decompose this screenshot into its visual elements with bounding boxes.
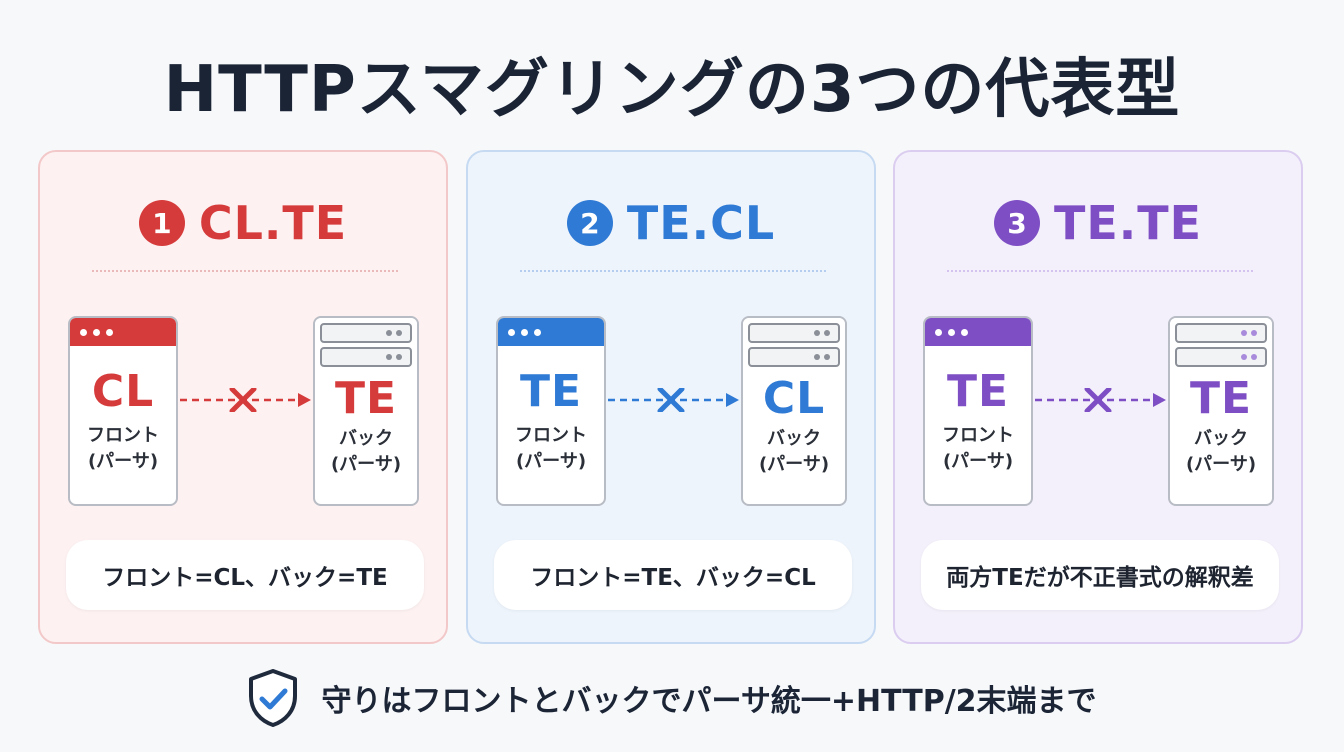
server-rack-icon <box>315 318 417 367</box>
panel-title: TE.CL <box>626 196 776 250</box>
back-code: CL <box>762 373 826 424</box>
back-parser-box: TE バック (パーサ) <box>313 316 419 506</box>
divider <box>520 270 826 272</box>
front-label: フロント <box>942 425 1014 446</box>
front-code: TE <box>519 366 583 417</box>
front-sublabel: (パーサ) <box>87 451 159 472</box>
cross-icon <box>657 388 685 412</box>
front-sublabel: (パーサ) <box>515 451 587 472</box>
front-code: CL <box>91 366 155 417</box>
front-label: フロント <box>515 425 587 446</box>
panel-title: TE.TE <box>1053 196 1203 250</box>
back-label: バック <box>767 428 821 449</box>
panel-te-cl: 2 TE.CL TE フロント (パーサ) CL バック (パーサ) フロント=… <box>466 150 876 644</box>
front-parser-box: CL フロント (パーサ) <box>68 316 178 506</box>
number-badge: 2 <box>566 200 613 246</box>
back-sublabel: (パーサ) <box>330 454 402 475</box>
panel-caption: フロント=TE、バック=CL <box>494 540 852 610</box>
number-badge: 1 <box>138 200 185 246</box>
front-label: フロント <box>87 425 159 446</box>
front-parser-box: TE フロント (パーサ) <box>496 316 606 506</box>
panel-heading: 1 CL.TE <box>40 196 446 250</box>
back-sublabel: (パーサ) <box>758 454 830 475</box>
browser-window-icon <box>498 318 604 346</box>
shield-check-icon <box>249 669 298 727</box>
panel-cl-te: 1 CL.TE CL フロント (パーサ) TE バック (パーサ) フロント=… <box>38 150 448 644</box>
front-parser-box: TE フロント (パーサ) <box>923 316 1033 506</box>
footer-note: 守りはフロントとバックでパーサ統一+HTTP/2末端まで <box>0 668 1344 728</box>
number-badge: 3 <box>993 200 1040 246</box>
back-code: TE <box>1189 373 1253 424</box>
front-sublabel: (パーサ) <box>942 451 1014 472</box>
back-label: バック <box>339 428 393 449</box>
browser-window-icon <box>70 318 176 346</box>
back-parser-box: TE バック (パーサ) <box>1168 316 1274 506</box>
panel-caption: 両方TEだが不正書式の解釈差 <box>921 540 1279 610</box>
panel-title: CL.TE <box>198 196 348 250</box>
back-label: バック <box>1194 428 1248 449</box>
panel-caption: フロント=CL、バック=TE <box>66 540 424 610</box>
back-sublabel: (パーサ) <box>1185 454 1257 475</box>
server-rack-icon <box>1170 318 1272 367</box>
cross-icon <box>1084 388 1112 412</box>
back-code: TE <box>334 373 398 424</box>
cross-icon <box>229 388 257 412</box>
footer-text: 守りはフロントとバックでパーサ統一+HTTP/2末端まで <box>321 684 1097 719</box>
divider <box>92 270 398 272</box>
panel-te-te: 3 TE.TE TE フロント (パーサ) TE バック (パーサ) 両方TEだ… <box>893 150 1303 644</box>
dashed-arrow-icon <box>180 388 311 412</box>
divider <box>947 270 1253 272</box>
server-rack-icon <box>743 318 845 367</box>
panel-heading: 3 TE.TE <box>895 196 1301 250</box>
browser-window-icon <box>925 318 1031 346</box>
dashed-arrow-icon <box>608 388 739 412</box>
panel-heading: 2 TE.CL <box>468 196 874 250</box>
back-parser-box: CL バック (パーサ) <box>741 316 847 506</box>
page-title: HTTPスマグリングの3つの代表型 <box>163 53 1181 127</box>
dashed-arrow-icon <box>1035 388 1166 412</box>
front-code: TE <box>946 366 1010 417</box>
